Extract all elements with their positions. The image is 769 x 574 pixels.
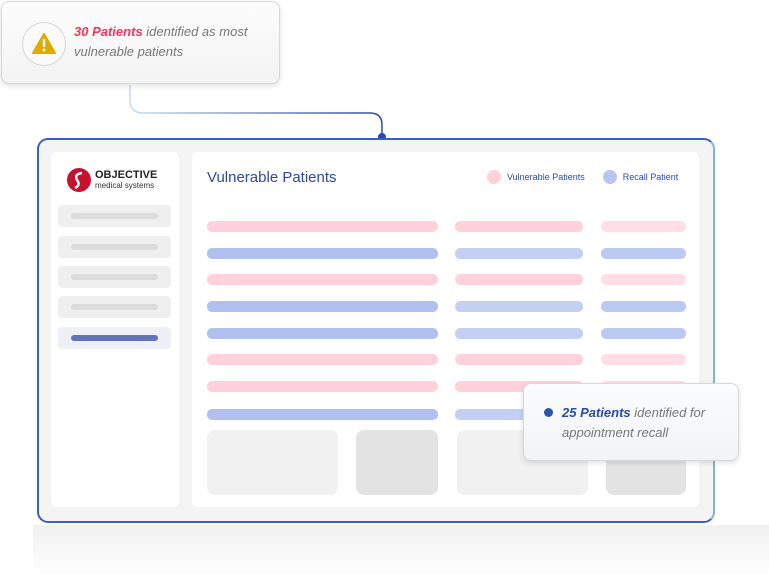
placeholder-card bbox=[207, 430, 338, 495]
vulnerable-row-bar bbox=[601, 274, 686, 285]
legend-label: Recall Patient bbox=[622, 172, 679, 182]
vulnerable-row-bar bbox=[601, 354, 686, 365]
legend: Vulnerable Patients Recall Patient bbox=[487, 170, 678, 184]
sidebar-item-active[interactable] bbox=[58, 327, 171, 349]
legend-swatch-vulnerable bbox=[487, 170, 501, 184]
recall-row-bar bbox=[207, 328, 438, 339]
warning-icon bbox=[22, 22, 66, 66]
sidebar-item[interactable] bbox=[58, 266, 171, 288]
logo-icon bbox=[67, 168, 91, 192]
vulnerable-text: identified as most vulnerable patients bbox=[74, 24, 248, 59]
recall-row-bar bbox=[207, 409, 438, 420]
shadow-floor bbox=[33, 525, 769, 574]
recall-count: 25 Patients bbox=[562, 405, 631, 420]
sidebar-item[interactable] bbox=[58, 296, 171, 318]
vulnerable-row-bar bbox=[455, 274, 583, 285]
recall-row-bar bbox=[601, 301, 686, 312]
recall-row-bar bbox=[455, 301, 583, 312]
vulnerable-row-bar bbox=[207, 221, 438, 232]
vulnerable-count: 30 Patients bbox=[74, 24, 143, 39]
vulnerable-row-bar bbox=[601, 221, 686, 232]
placeholder-card bbox=[356, 430, 438, 495]
vulnerable-row-bar bbox=[207, 274, 438, 285]
bullet-icon bbox=[544, 408, 553, 417]
recall-text: identified for appointment recall bbox=[562, 405, 706, 440]
legend-swatch-recall bbox=[602, 170, 617, 184]
recall-row-bar bbox=[207, 301, 438, 312]
recall-row-bar bbox=[455, 328, 583, 339]
recall-row-bar bbox=[601, 328, 686, 339]
sidebar-item[interactable] bbox=[58, 236, 171, 258]
recall-row-bar bbox=[601, 248, 686, 259]
recall-row-bar bbox=[455, 248, 583, 259]
vulnerable-row-bar bbox=[455, 354, 583, 365]
vulnerable-row-bar bbox=[207, 381, 438, 392]
logo-subtitle: medical systems bbox=[95, 181, 155, 190]
recall-row-bar bbox=[207, 248, 438, 259]
logo-name: OBJECTIVE bbox=[95, 169, 158, 181]
recall-callout: 25 Patients identified for appointment r… bbox=[523, 383, 739, 461]
sidebar-item[interactable] bbox=[58, 205, 171, 227]
vulnerable-row-bar bbox=[455, 381, 583, 392]
vulnerable-row-bar bbox=[207, 354, 438, 365]
page-title: Vulnerable Patients bbox=[207, 169, 337, 186]
legend-label: Vulnerable Patients bbox=[507, 172, 585, 182]
vulnerable-row-bar bbox=[455, 221, 583, 232]
recall-row-bar bbox=[455, 409, 583, 420]
vulnerable-callout: 30 Patients identified as most vulnerabl… bbox=[1, 1, 280, 84]
